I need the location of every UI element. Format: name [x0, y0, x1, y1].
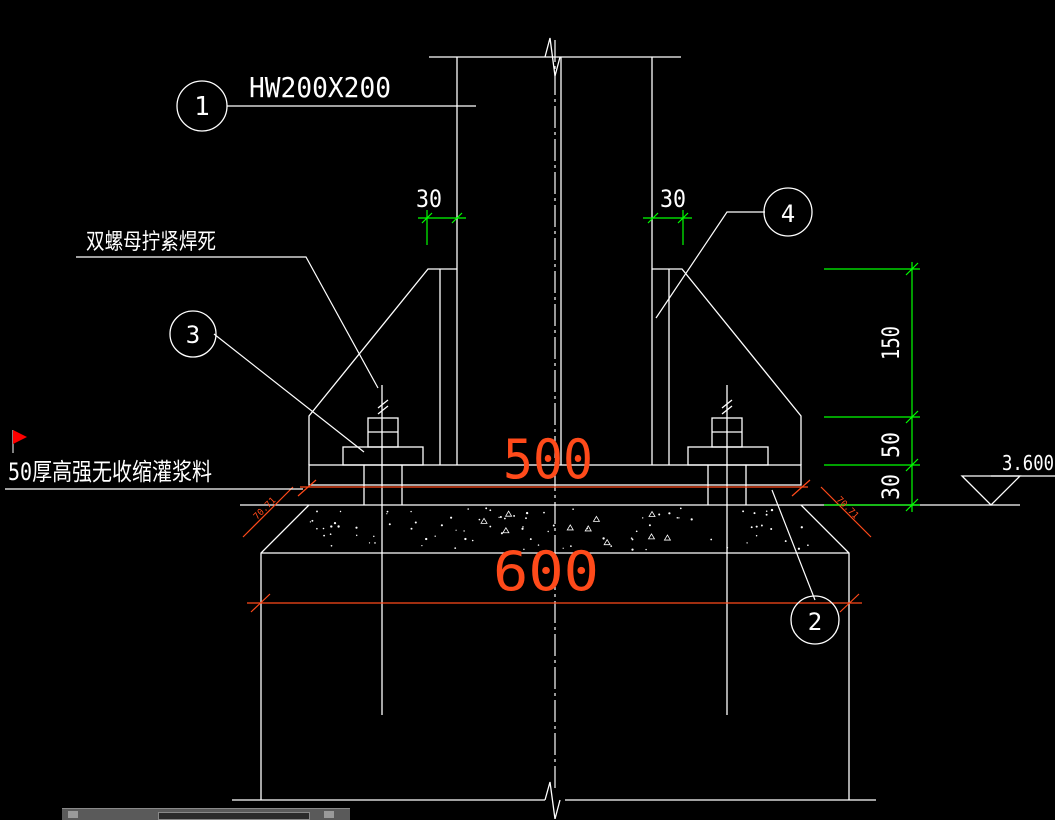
elevation-mark [960, 475, 1055, 506]
orange-dimension-lines [242, 479, 872, 613]
callout-4-label: 4 [781, 200, 795, 228]
grout-hatch [309, 507, 809, 551]
chamfer-right-dim: 70.71 [834, 495, 860, 521]
callout-1-label: 1 [194, 92, 210, 122]
stiffener-right-dim: 30 [660, 185, 686, 213]
pedestal-width-dim: 600 [493, 540, 599, 603]
callout-2-label: 2 [808, 608, 822, 636]
leader-lines [5, 105, 816, 601]
height-30-dim: 30 [877, 474, 905, 500]
stiffener-left-dim: 30 [416, 185, 442, 213]
elevation-value: 3.600 [1002, 451, 1054, 475]
steel-column [429, 37, 681, 465]
grout-note: 50厚高强无收缩灌浆料 [8, 458, 212, 486]
window-icon[interactable] [68, 811, 78, 818]
chamfer-left-dim: 70.71 [252, 496, 278, 522]
stiffener-plates [308, 268, 802, 465]
close-icon[interactable] [324, 811, 334, 818]
anchor-bolts [342, 385, 769, 715]
callout-3-label: 3 [186, 321, 200, 349]
callout-circle-2 [790, 595, 840, 645]
plate-width-dim: 500 [503, 428, 593, 491]
base-plate [308, 464, 802, 486]
red-flag-icon[interactable] [12, 430, 27, 453]
height-150-dim: 150 [877, 326, 905, 360]
height-50-dim: 50 [877, 432, 905, 458]
green-dimension-lines [418, 210, 920, 512]
section-label: HW200X200 [249, 71, 391, 104]
callout-circle-1 [176, 80, 228, 132]
callout-circle-4 [763, 187, 813, 237]
concrete-pedestal [232, 504, 1020, 819]
callout-circle-3 [169, 310, 217, 358]
bolt-note: 双螺母拧紧焊死 [86, 230, 216, 255]
status-bar[interactable] [62, 808, 350, 820]
